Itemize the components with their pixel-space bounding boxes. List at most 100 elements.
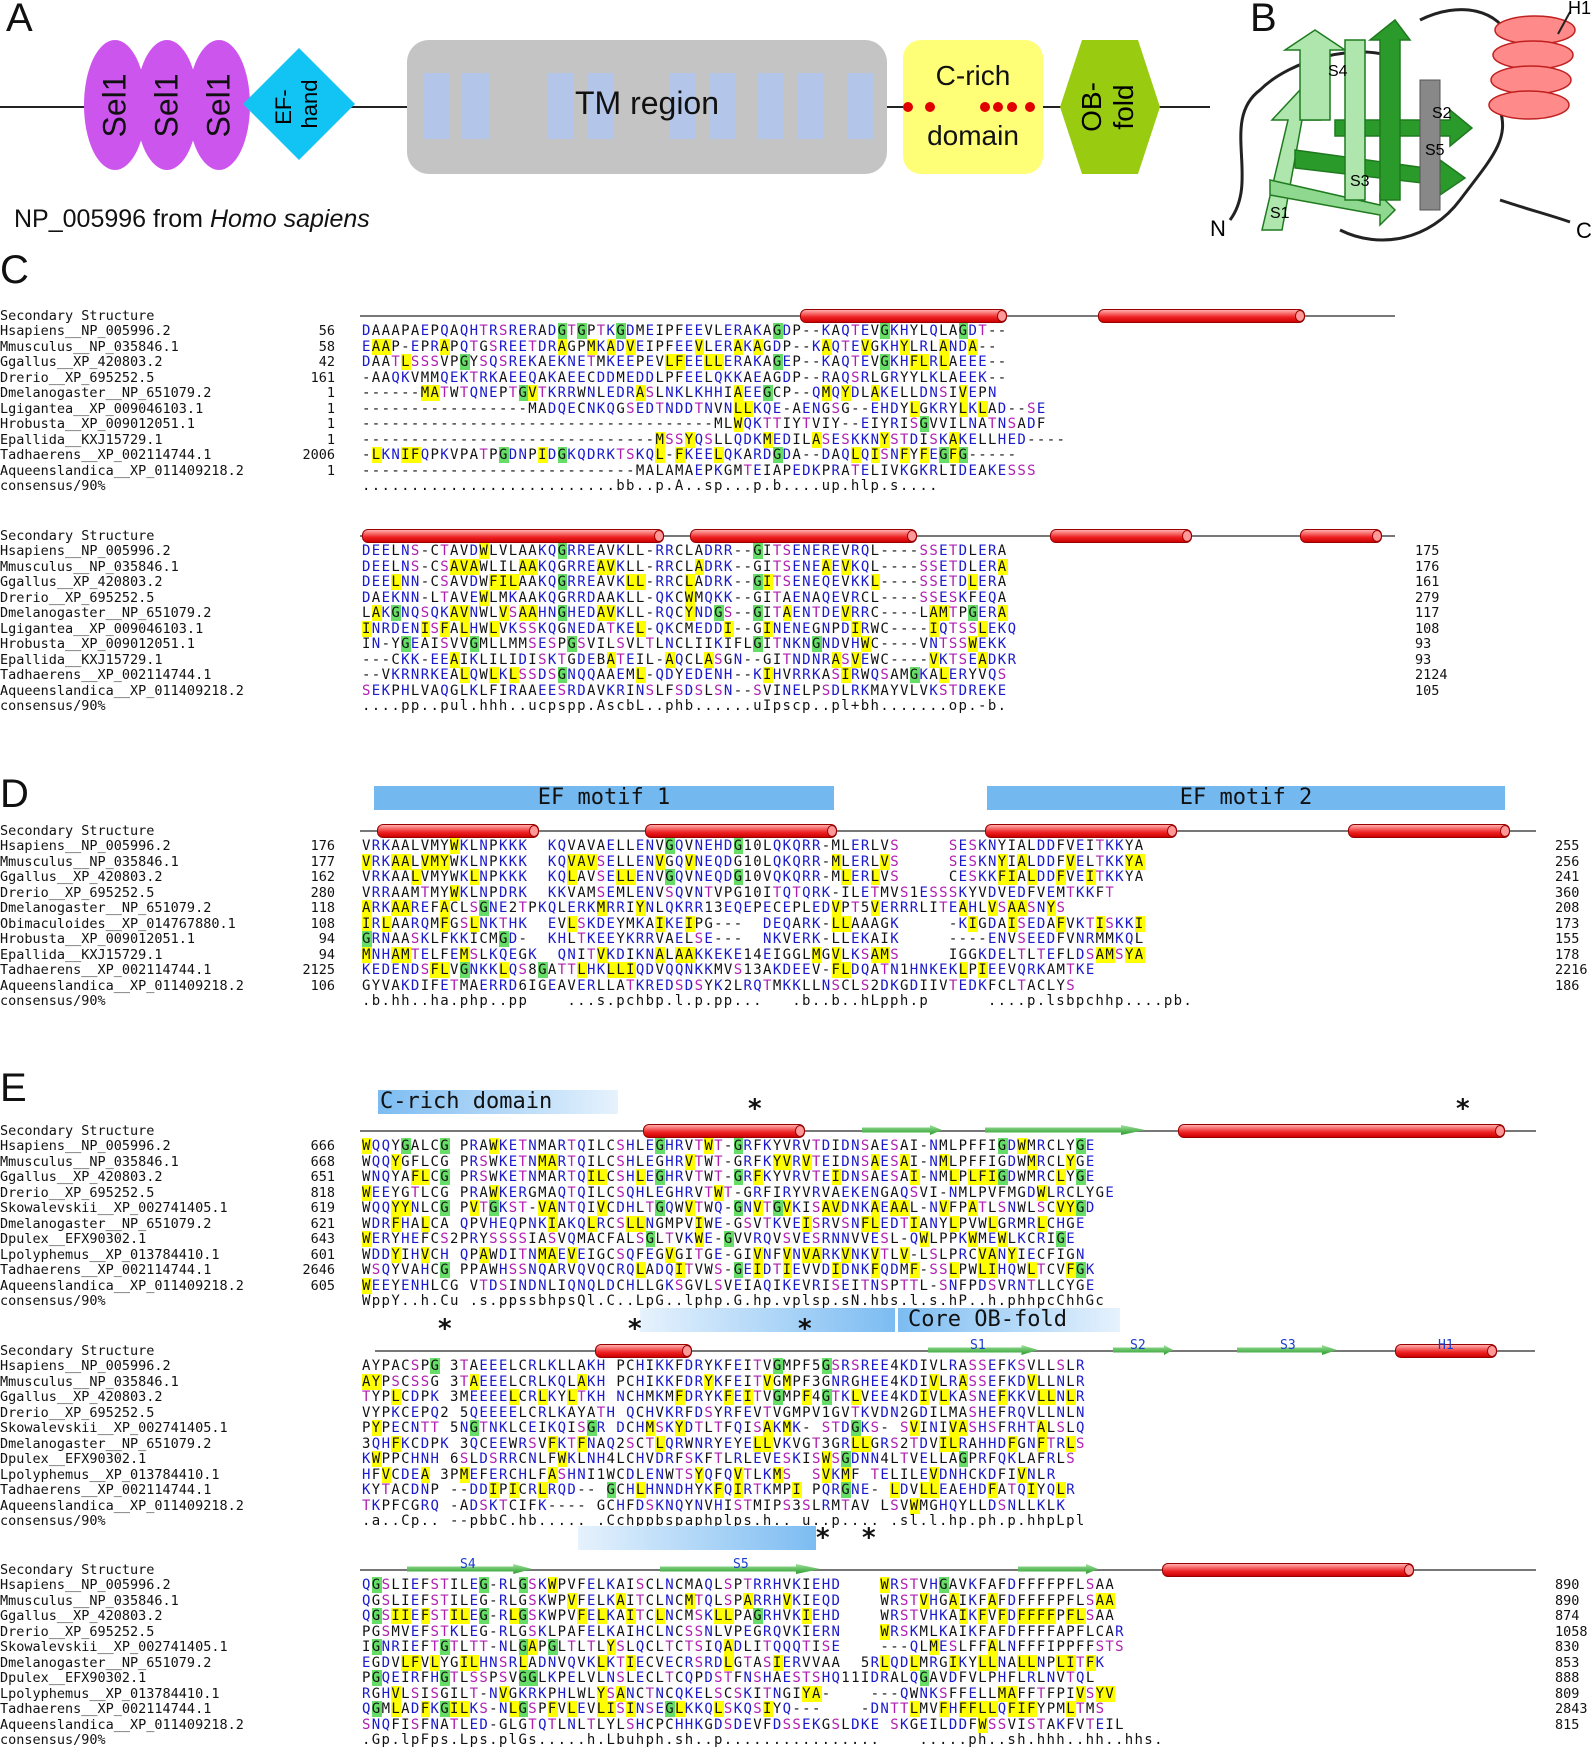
sequence-residues: RGHVLSISGILT-NVGKRKPHLWLYSANCTNCQKELSCSK… (362, 1685, 1116, 1702)
s5-label: S5 (1425, 142, 1445, 159)
sel1-domain-3: Sel1 (188, 40, 250, 170)
sequence-name: Lgigantea__XP_009046103.1 (0, 400, 204, 417)
sequence-residues: VRKAALVMYWKLNPKKK KQVAVSELLENVGQVNEQDG10… (362, 853, 1145, 870)
ss-track-line (360, 1130, 1536, 1132)
sequence-name: Tadhaerens__XP_002114744.1 (0, 667, 212, 683)
sequence-start-number: 106 (310, 977, 335, 994)
sequence-name: Ggallus__XP_420803.2 (0, 869, 163, 885)
sequence-end-number: 830 (1555, 1639, 1580, 1655)
sequence-name: Skowalevskii__XP_002741405.1 (0, 1639, 228, 1655)
sequence-end-number: 93 (1415, 636, 1432, 652)
s1-label: S1 (970, 1338, 986, 1353)
sequence-name: Drerio__XP_695252.5 (0, 1623, 155, 1640)
ss-header: Secondary Structure (0, 1562, 155, 1578)
strand-marker (1113, 1345, 1173, 1355)
core-ob-fold-bar-right (898, 1308, 1120, 1332)
ef-hand-domain: EF- hand (243, 48, 355, 160)
sequence-residues: TYPLCDPK 3MEEEELCRLKYLTKH NCHMKMFDRYKFEI… (362, 1389, 1086, 1405)
h1-label: H1 (1438, 1338, 1454, 1353)
s2-label: S2 (1130, 1338, 1146, 1353)
tm-helix (709, 73, 736, 139)
cysteine-dot (980, 102, 990, 112)
sequence-residues: EGDVLFVLYGILHNSRLADNVQVKLKTIECVECRSRDLGT… (362, 1654, 1106, 1671)
sequence-residues: TKPFCGRQ -ADSKTCIFK---- GCHFDSKNQYNVHIST… (362, 1497, 1067, 1514)
sequence-residues: .a..Cp.. --pbbC.hb..... .Cchppbspaphplps… (362, 1513, 1086, 1529)
sequence-end-number: 155 (1555, 931, 1580, 947)
sequence-end-number: 279 (1415, 589, 1440, 606)
tm-helix (757, 73, 784, 139)
sequence-name: Aqueenslandica__XP_011409218.2 (0, 1497, 244, 1514)
sequence-start-number: 818 (310, 1184, 335, 1201)
s2-label: S2 (1432, 105, 1452, 122)
sequence-start-number: 42 (318, 354, 335, 370)
sequence-residues: QGMLADFKGILKS-NLGSPFVLEVLISINSEGLKKQLSKQ… (362, 1701, 1106, 1717)
sequence-end-number: 2216 (1555, 962, 1588, 978)
sequence-end-number: 874 (1555, 1608, 1580, 1624)
sequence-name: consensus/90% (0, 1513, 106, 1529)
sequence-name: Mmusculus__NP_035846.1 (0, 1153, 179, 1170)
sequence-name: Mmusculus__NP_035846.1 (0, 1592, 179, 1609)
sequence-end-number: 176 (1415, 558, 1440, 575)
sequence-start-number: 2646 (302, 1262, 335, 1278)
sequence-residues: WSQYVAHCG PPAWHSSNQARVQVQCRQLADQITVWS-GE… (362, 1262, 1096, 1278)
sequence-residues: INRDENISFALHWLVKSSKQGNEDATKEL-QKCMEDDI--… (362, 620, 1018, 637)
sequence-start-number: 643 (310, 1231, 335, 1247)
sequence-name: Hrobusta__XP_009012051.1 (0, 931, 196, 947)
sequence-name: Epallida__KXJ15729.1 (0, 946, 163, 963)
cysteine-dot (903, 102, 913, 112)
s4-label: S4 (1328, 63, 1348, 80)
helix-marker (1300, 529, 1382, 543)
sequence-name: Obimaculoides__XP_014767880.1 (0, 915, 236, 932)
ss-track-line (360, 830, 1536, 832)
sequence-residues: PGSMVEFSTKLEG-RLGSKLPAFELKAIHCLNCSSNLVPE… (362, 1623, 1125, 1640)
tm-helix (423, 73, 450, 139)
sequence-residues: ------------------------------MSSYQSLLQD… (362, 431, 1067, 448)
sequence-name: Dmelanogaster__NP_651079.2 (0, 385, 212, 401)
sequence-start-number: 161 (310, 369, 335, 386)
ss-header: Secondary Structure (0, 823, 155, 839)
sequence-name: Mmusculus__NP_035846.1 (0, 338, 179, 355)
helix-marker (643, 1124, 805, 1138)
sequence-residues: PYPECNTT 5NGTNKLCEIKQISGR DCHMSKYDTLTFQI… (362, 1420, 1086, 1436)
sequence-start-number: 56 (318, 323, 335, 339)
helix-marker (1162, 1563, 1414, 1577)
sequence-start-number: 162 (310, 869, 335, 885)
s1-label: S1 (1270, 205, 1290, 222)
sequence-residues: IGNRIEFTGTLTT-NLGAPGLTLTLYSLQCLTCTSIQADL… (362, 1639, 1125, 1655)
ef-motif-2-bar: EF motif 2 (987, 786, 1505, 810)
sequence-residues: DAAAPAEPQAQHTRSRERADGTGPTKGDMEIPFEEVLERA… (362, 323, 1008, 339)
sequence-name: Skowalevskii__XP_002741405.1 (0, 1420, 228, 1436)
sequence-name: Mmusculus__NP_035846.1 (0, 853, 179, 870)
strand-marker (1237, 1345, 1337, 1355)
ef-hand-label-1: EF- (271, 89, 296, 124)
helix-marker (1348, 824, 1510, 838)
sequence-start-number: 666 (310, 1138, 335, 1154)
sequence-name: Hsapiens__NP_005996.2 (0, 323, 171, 339)
sequence-name: Dmelanogaster__NP_651079.2 (0, 1654, 212, 1671)
sequence-residues: AYPSCSSG 3TAEEELCRLKQLAKH PCHIKKFDRYKFEI… (362, 1373, 1086, 1390)
sequence-residues: DAEKNN-LTAVEWLMKAAKQGRRDAAKLL-QKCWMQKK--… (362, 589, 1008, 606)
sequence-end-number: 890 (1555, 1577, 1580, 1593)
panel-c-letter: C (0, 248, 29, 292)
sequence-residues: WDRFHALCA QPVHEQPNKIAKQLRCSLLNGMPVIWE-GS… (362, 1215, 1086, 1232)
sequence-name: consensus/90% (0, 478, 106, 494)
sequence-end-number: 2843 (1555, 1701, 1588, 1717)
tm-region-label: TM region (574, 85, 720, 121)
sequence-name: Hsapiens__NP_005996.2 (0, 1577, 171, 1593)
sequence-name: Drerio__XP_695252.5 (0, 884, 155, 901)
sequence-residues: IN-YGEAISVVGMLLMMSESPGSVILSVLTLNCLIIKIFL… (362, 636, 1008, 652)
conserved-star: * (798, 1314, 812, 1344)
sequence-end-number: 853 (1555, 1654, 1580, 1671)
sequence-end-number: 890 (1555, 1592, 1580, 1609)
cysteine-dot (993, 102, 1003, 112)
n-term-label: N (1210, 216, 1226, 241)
sequence-name: Hsapiens__NP_005996.2 (0, 838, 171, 854)
strand-marker (407, 1564, 532, 1574)
tm-helix (797, 73, 824, 139)
ss-track-line (360, 1569, 1536, 1571)
cysteine-dot (1025, 102, 1035, 112)
ef-hand-label-2: hand (297, 80, 322, 129)
sequence-end-number: 175 (1415, 543, 1440, 559)
ss-header: Secondary Structure (0, 308, 155, 324)
sequence-name: Hsapiens__NP_005996.2 (0, 1358, 171, 1374)
